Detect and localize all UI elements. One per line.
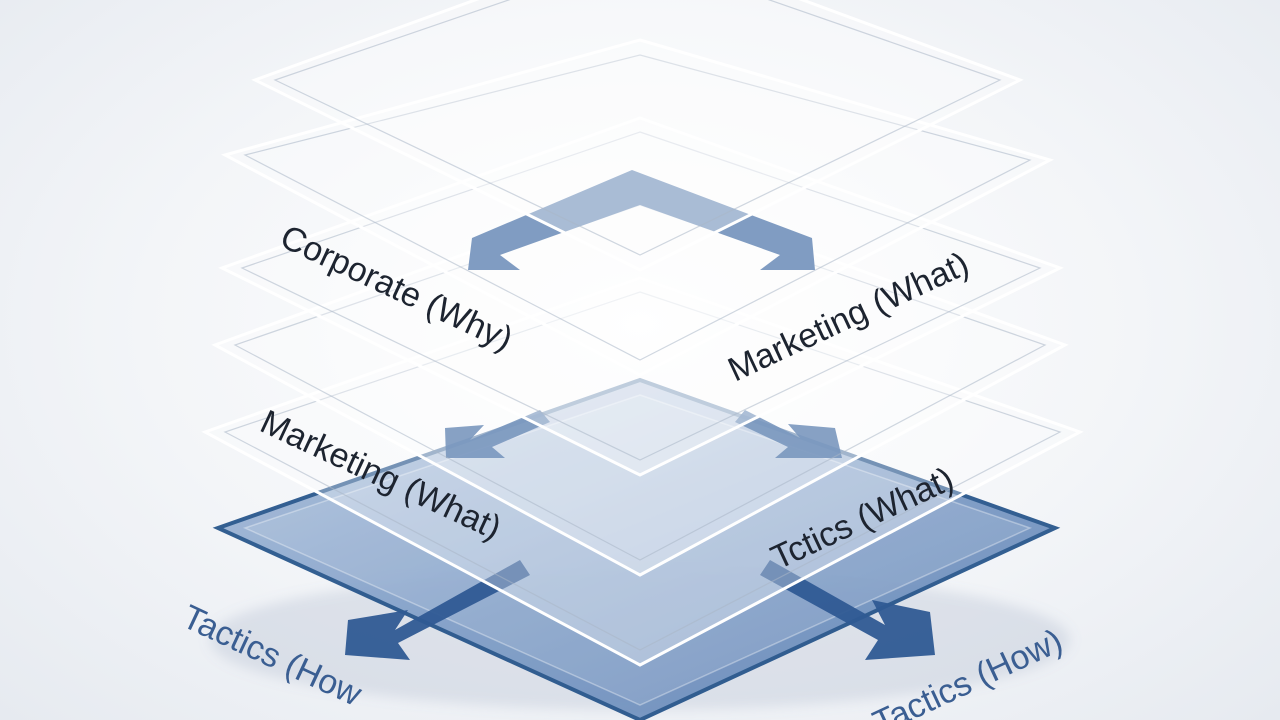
layer-2 [220,38,1054,377]
lower-right-arrow [760,560,935,660]
layer-1 [251,0,1024,272]
middle-right-arrow [735,410,842,458]
layer-4 [211,188,1069,577]
middle-left-arrow [445,410,550,458]
layer-5 [201,276,1084,667]
lower-left-arrow [345,560,530,660]
